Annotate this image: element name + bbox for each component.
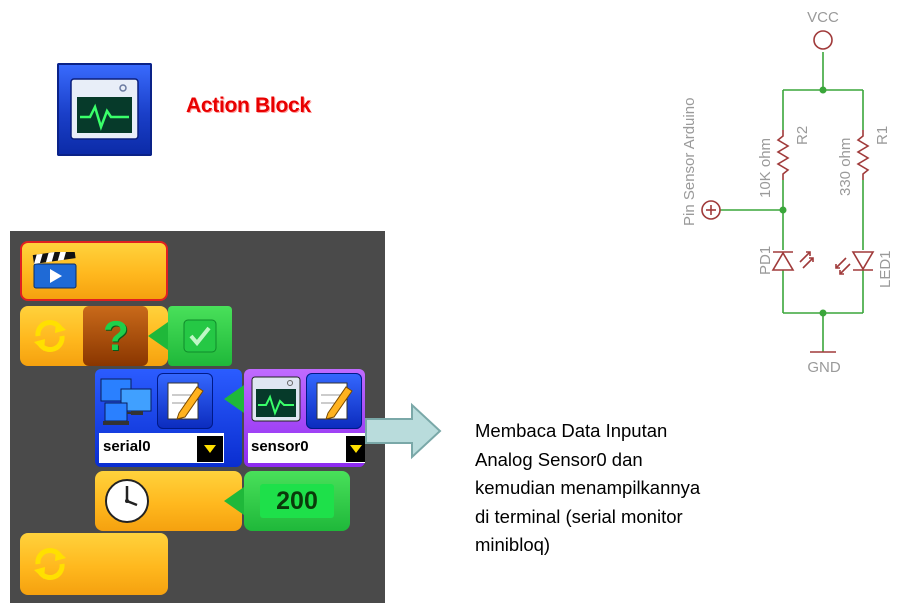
- resistor-r2-icon: [776, 130, 790, 180]
- r2-value-label: 10K ohm: [757, 138, 774, 198]
- pd1-label: PD1: [757, 246, 774, 275]
- action-block-icon: [57, 63, 152, 156]
- pin-sensor-label: Pin Sensor Arduino: [681, 98, 698, 226]
- loop-block[interactable]: [20, 533, 168, 595]
- description-line: di terminal (serial monitor: [475, 505, 683, 527]
- dropdown-arrow-icon[interactable]: [346, 436, 365, 462]
- sensor-read-block[interactable]: sensor0: [244, 369, 365, 467]
- led1-label: LED1: [877, 250, 894, 288]
- resistor-r1-icon: [856, 130, 870, 180]
- r2-name-label: R2: [794, 126, 811, 145]
- connector-notch: [224, 385, 244, 413]
- start-block[interactable]: [20, 241, 168, 301]
- description-line: Analog Sensor0 dan: [475, 448, 643, 470]
- vcc-terminal-icon: [813, 30, 833, 50]
- junction-dot: [819, 86, 827, 94]
- pencil-icon: [316, 382, 353, 420]
- led1-icon: [835, 251, 875, 275]
- loop-arrows-icon: [30, 318, 70, 359]
- clock-icon: [103, 477, 151, 530]
- sensor-monitor-icon: [250, 375, 302, 430]
- description-line: kemudian menampilkannya: [475, 477, 701, 498]
- delay-value[interactable]: 200: [260, 484, 334, 518]
- loop-arrows-icon: [30, 546, 70, 587]
- sensor-dropdown[interactable]: sensor0: [248, 433, 365, 463]
- right-arrow-icon: [365, 402, 442, 460]
- edit-pencil-tile[interactable]: [157, 373, 213, 429]
- pin-terminal-icon: [701, 200, 721, 220]
- action-block-label: Action Block: [186, 94, 311, 117]
- serial-dropdown-value: serial0: [103, 438, 151, 455]
- junction-dot: [779, 206, 787, 214]
- gnd-label: GND: [807, 359, 841, 376]
- serial-print-block[interactable]: serial0: [95, 369, 242, 467]
- checkmark-icon: [182, 318, 218, 359]
- serial-dropdown[interactable]: serial0: [99, 433, 224, 463]
- question-mark-icon: ?: [103, 312, 129, 359]
- description-text: Membaca Data Inputan Analog Sensor0 dan …: [475, 417, 795, 560]
- junction-dot: [819, 309, 827, 317]
- condition-block[interactable]: ?: [83, 306, 148, 366]
- connector-notch: [148, 322, 168, 350]
- description-line: minibloq): [475, 534, 551, 555]
- description-line: Membaca Data Inputan: [475, 420, 668, 441]
- clapperboard-icon: [32, 249, 78, 295]
- true-value-block[interactable]: [168, 306, 232, 366]
- r1-name-label: R1: [874, 126, 891, 145]
- pencil-icon: [167, 382, 204, 420]
- sensor-dropdown-value: sensor0: [251, 438, 309, 455]
- computer-network-icon: [97, 375, 157, 432]
- dropdown-arrow-icon[interactable]: [197, 436, 223, 462]
- delay-block[interactable]: [95, 471, 242, 531]
- vcc-label: VCC: [807, 9, 839, 26]
- connector-notch: [224, 487, 244, 515]
- edit-pencil-tile[interactable]: [306, 373, 362, 429]
- photodiode-pd1-icon: [771, 251, 814, 271]
- r1-value-label: 330 ohm: [837, 138, 854, 196]
